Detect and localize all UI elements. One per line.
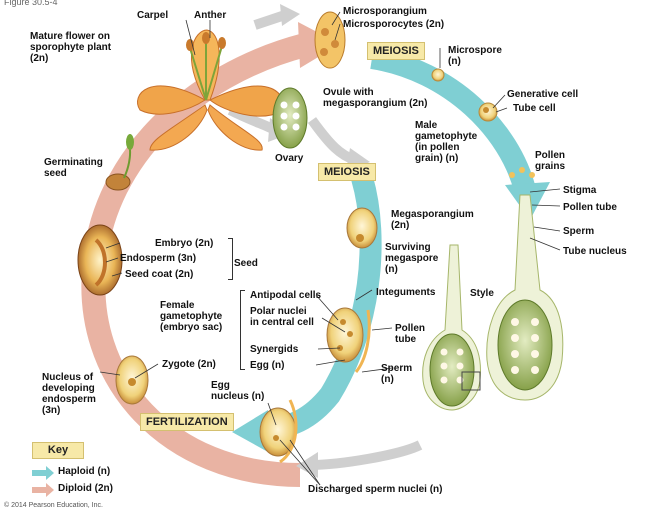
key-diploid-label: Diploid (2n) [58, 483, 113, 494]
label-germinating-seed: Germinating seed [44, 157, 103, 179]
pistil-right [487, 167, 563, 400]
label-polar-nuclei: Polar nuclei in central cell [250, 306, 314, 328]
microspore-cell [432, 69, 444, 81]
label-pollen-tube-right: Pollen tube [563, 202, 617, 213]
label-anther: Anther [194, 10, 226, 21]
label-mature-flower: Mature flower on sporophyte plant (2n) [30, 31, 111, 64]
fertilization-ovule [260, 400, 296, 462]
anther-microsporangium [315, 12, 345, 68]
label-microsporocytes: Microsporocytes (2n) [343, 19, 444, 30]
label-seed-coat: Seed coat (2n) [125, 269, 193, 280]
gametophyte-bracket [240, 290, 245, 370]
meiosis-top-tag: MEIOSIS [367, 42, 425, 60]
fertilization-tag: FERTILIZATION [140, 413, 234, 431]
seed-bracket [228, 238, 233, 280]
label-generative-cell: Generative cell [507, 89, 578, 100]
label-egg: Egg (n) [250, 360, 284, 371]
label-female-gametophyte: Female gametophyte (embryo sac) [160, 300, 222, 333]
label-seed: Seed [234, 258, 258, 269]
label-ovule: Ovule with megasporangium (2n) [323, 87, 427, 109]
label-ovary: Ovary [275, 153, 303, 164]
label-synergids: Synergids [250, 344, 298, 355]
diploid-swatch [32, 483, 54, 497]
label-surviving-megaspore: Surviving megaspore (n) [385, 242, 438, 275]
megasporangium [347, 208, 377, 248]
label-pollen-grains: Pollen grains [535, 150, 565, 172]
label-sperm-right: Sperm [563, 226, 594, 237]
label-integuments: Integuments [376, 287, 435, 298]
label-sperm-mid: Sperm (n) [381, 363, 412, 385]
label-style: Style [470, 288, 494, 299]
label-antipodal-cells: Antipodal cells [250, 290, 321, 301]
label-zygote: Zygote (2n) [162, 359, 216, 370]
label-embryo: Embryo (2n) [155, 238, 213, 249]
label-tube-cell: Tube cell [513, 103, 556, 114]
zygote-ovule [116, 356, 148, 404]
label-stigma: Stigma [563, 185, 596, 196]
label-discharged-sperm: Discharged sperm nuclei (n) [308, 484, 442, 495]
label-egg-nucleus: Egg nucleus (n) [211, 380, 264, 402]
haploid-swatch [32, 466, 54, 480]
label-megasporangium: Megasporangium (2n) [391, 209, 474, 231]
seed [78, 225, 122, 295]
copyright: © 2014 Pearson Education, Inc. [4, 500, 103, 511]
pollen-grain [479, 103, 497, 121]
label-carpel: Carpel [137, 10, 168, 21]
meiosis-mid-tag: MEIOSIS [318, 163, 376, 181]
ovary-ovule [273, 88, 307, 148]
label-nucleus-endosperm: Nucleus of developing endosperm (3n) [42, 372, 96, 416]
label-tube-nucleus: Tube nucleus [563, 246, 627, 257]
label-male-gametophyte: Male gametophyte (in pollen grain) (n) [415, 120, 477, 164]
label-pollen-tube-mid: Pollen tube [395, 323, 425, 345]
figure-number: Figure 30.5-4 [4, 0, 58, 8]
key-title: Key [32, 442, 84, 459]
label-microsporangium: Microsporangium [343, 6, 427, 17]
label-endosperm: Endosperm (3n) [120, 253, 196, 264]
label-microspore: Microspore (n) [448, 45, 502, 67]
key-haploid-label: Haploid (n) [58, 466, 110, 477]
